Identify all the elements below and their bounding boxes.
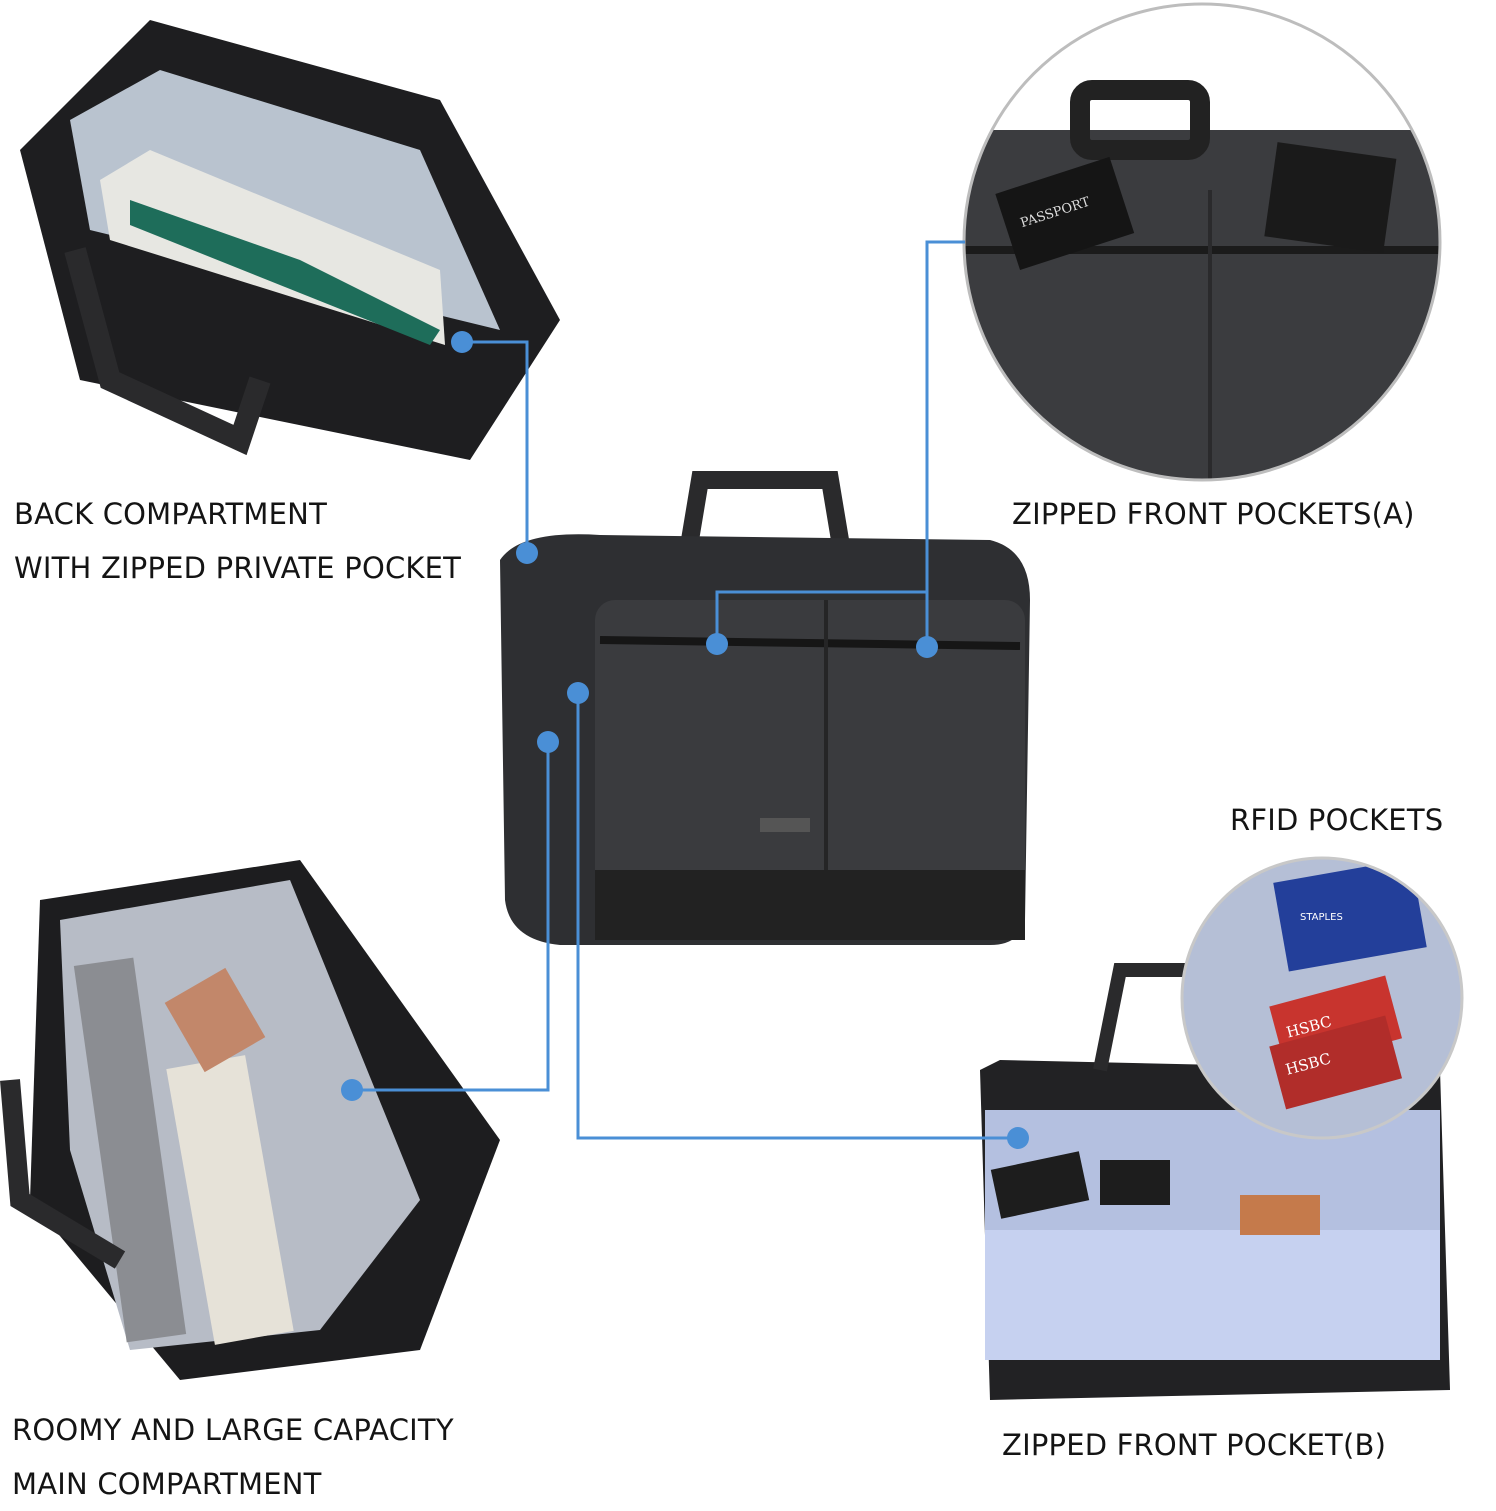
label-line: BACK COMPARTMENT [14, 497, 327, 531]
front-pockets-a-label: ZIPPED FRONT POCKETS(A) [1012, 487, 1415, 541]
rfid-pockets-inset: STAPLES HSBC HSBC [1180, 856, 1464, 1140]
label-line: ROOMY AND LARGE CAPACITY [12, 1413, 454, 1447]
callout-dot [916, 636, 938, 658]
callout-dot [567, 682, 589, 704]
notebook-text: STAPLES [1300, 912, 1343, 923]
label-line: RFID POCKETS [1230, 803, 1444, 837]
back-compartment-bag-image [20, 20, 560, 460]
label-line: ZIPPED FRONT POCKETS(A) [1012, 497, 1415, 531]
callout-dot [451, 331, 473, 353]
callout-dot [341, 1079, 363, 1101]
label-line: WITH ZIPPED PRIVATE POCKET [14, 551, 462, 585]
front-pocket-b-bag-image [980, 963, 1450, 1400]
callout-dot [706, 633, 728, 655]
callout-dot [537, 731, 559, 753]
front-pocket-b-leader-line [576, 693, 1018, 1140]
callout-dots [341, 331, 1029, 1149]
main-compartment-bag-image [0, 860, 500, 1380]
rfid-pockets-label: RFID POCKETS [1230, 793, 1443, 847]
center-bag-image [500, 471, 1030, 945]
front-pocket-b-label: ZIPPED FRONT POCKET(B) [1002, 1418, 1386, 1472]
front-pocket-a-leader-line [715, 590, 927, 644]
front-pocket-a-leader-line [925, 240, 965, 647]
main-compartment-label: ROOMY AND LARGE CAPACITY MAIN COMPARTMEN… [12, 1403, 454, 1511]
front-pockets-inset: PASSPORT [962, 2, 1442, 482]
main-compartment-leader-line [352, 742, 550, 1092]
callout-dot [1007, 1127, 1029, 1149]
back-compartment-leader-line [462, 340, 529, 553]
label-line: ZIPPED FRONT POCKET(B) [1002, 1428, 1387, 1462]
back-compartment-label: BACK COMPARTMENT WITH ZIPPED PRIVATE POC… [14, 487, 461, 595]
label-line: MAIN COMPARTMENT [12, 1467, 322, 1501]
callout-lines [352, 240, 1018, 1140]
callout-dot [516, 542, 538, 564]
